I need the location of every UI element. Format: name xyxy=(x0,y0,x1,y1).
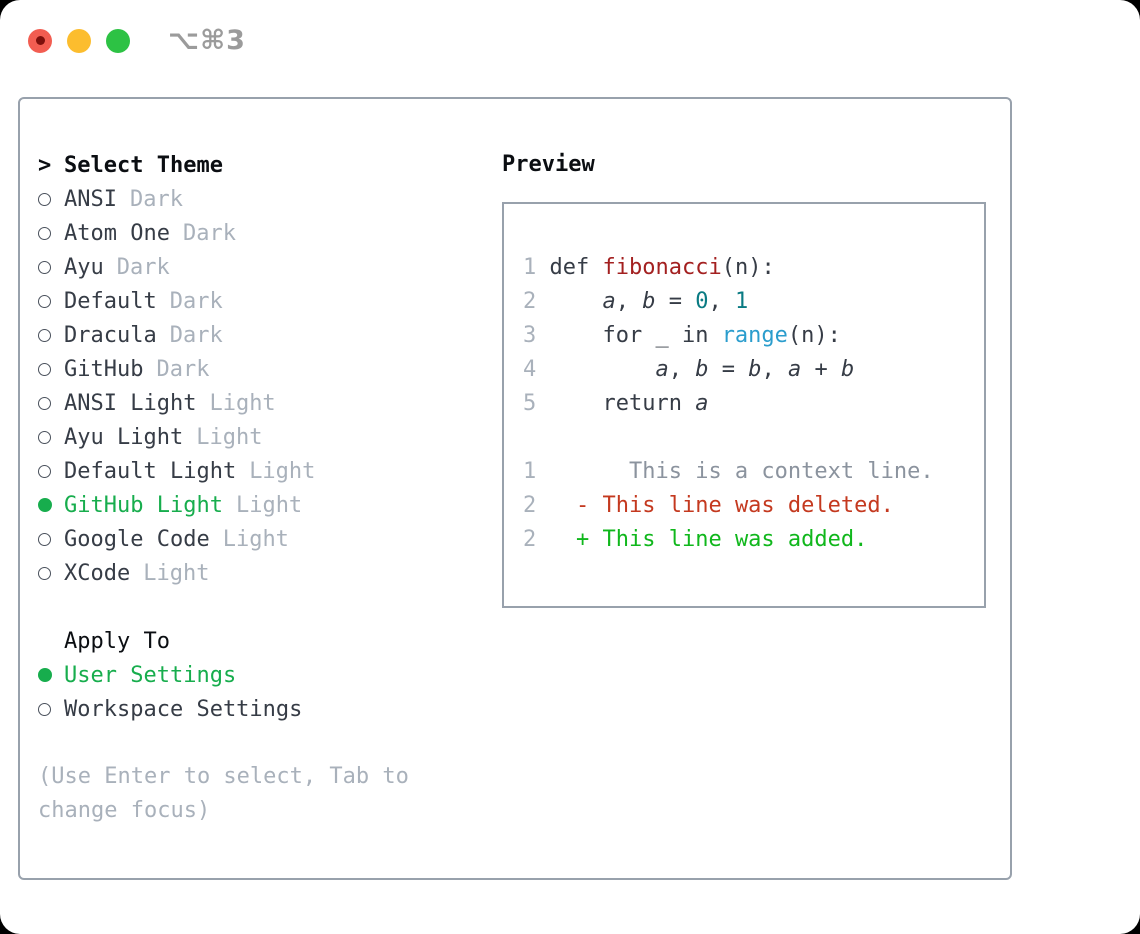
close-dot-icon xyxy=(35,36,45,45)
apply-to-header: Apply To xyxy=(38,624,409,658)
radio-icon xyxy=(38,702,51,716)
radio-icon xyxy=(38,532,51,546)
theme-option-xcode[interactable]: XCode Light xyxy=(38,556,409,590)
option-label: Google Code xyxy=(64,526,210,552)
theme-option-atom-one[interactable]: Atom One Dark xyxy=(38,216,409,250)
radio-icon xyxy=(38,192,51,206)
diff-line: 2 - This line was deleted. xyxy=(523,493,894,518)
variant-label: Dark xyxy=(129,186,183,212)
variant-label: Light xyxy=(235,492,303,518)
help-line: change focus) xyxy=(38,798,211,823)
help-line: (Use Enter to select, Tab to xyxy=(38,764,409,789)
option-label: Ayu Light xyxy=(64,424,184,450)
select-theme-title: Select Theme xyxy=(64,152,223,178)
theme-option-ansi[interactable]: ANSI Dark xyxy=(38,182,409,216)
code-line: 4 a, b = b, a + b xyxy=(523,357,855,382)
minimize-button[interactable] xyxy=(67,28,91,53)
radio-icon xyxy=(38,396,51,410)
theme-option-ayu-light[interactable]: Ayu Light Light xyxy=(38,420,409,454)
diff-sample: 1 This is a context line. 2 - This line w… xyxy=(523,455,984,557)
option-label: GitHub Light xyxy=(64,492,223,518)
focus-caret-icon: > xyxy=(38,152,52,178)
option-label: GitHub xyxy=(64,356,144,382)
apply-option-user-settings[interactable]: User Settings xyxy=(38,658,409,692)
window-shortcut-label: ⌥⌘3 xyxy=(168,25,246,56)
close-button[interactable] xyxy=(28,28,52,53)
radio-selected-icon xyxy=(38,668,52,682)
theme-option-default[interactable]: Default Dark xyxy=(38,284,409,318)
preview-box: 1 def fibonacci(n): 2 a, b = 0, 1 3 for _ … xyxy=(502,202,986,608)
preview-column: Preview 1 def fibonacci(n): 2 a, b = 0, 1… xyxy=(502,148,986,608)
theme-option-google-code[interactable]: Google Code Light xyxy=(38,522,409,556)
variant-label: Dark xyxy=(116,254,170,280)
radio-icon xyxy=(38,566,51,580)
diff-line: 1 This is a context line. xyxy=(523,459,934,484)
option-label: Atom One xyxy=(64,220,170,246)
variant-label: Light xyxy=(209,390,276,416)
option-label: Default xyxy=(64,288,157,314)
variant-label: Light xyxy=(143,560,210,586)
code-line: 2 a, b = 0, 1 xyxy=(523,289,749,314)
variant-label: Dark xyxy=(169,288,223,314)
code-line: 3 for _ in range(n): xyxy=(523,323,841,348)
radio-icon xyxy=(38,362,51,376)
option-label: XCode xyxy=(64,560,131,586)
theme-option-dracula[interactable]: Dracula Dark xyxy=(38,318,409,352)
zoom-button[interactable] xyxy=(106,28,130,53)
titlebar: ⌥⌘3 xyxy=(28,25,246,56)
variant-label: Dark xyxy=(169,322,223,348)
variant-label: Light xyxy=(222,526,289,552)
apply-to-title: Apply To xyxy=(64,628,170,654)
variant-label: Light xyxy=(249,458,316,484)
radio-icon xyxy=(38,226,51,240)
radio-icon xyxy=(38,294,51,308)
option-label: ANSI Light xyxy=(64,390,197,416)
radio-selected-icon xyxy=(38,498,52,512)
radio-icon xyxy=(38,464,51,478)
option-label: ANSI xyxy=(64,186,117,212)
radio-icon xyxy=(38,260,51,274)
variant-label: Light xyxy=(196,424,263,450)
traffic-lights xyxy=(28,28,130,53)
option-label: Dracula xyxy=(64,322,157,348)
theme-option-github-light[interactable]: GitHub Light Light xyxy=(38,488,409,522)
option-label: Ayu xyxy=(64,254,104,280)
apply-option-workspace-settings[interactable]: Workspace Settings xyxy=(38,692,409,726)
code-line: 5 return a xyxy=(523,391,709,416)
diff-line: 2 + This line was added. xyxy=(523,527,868,552)
variant-label: Dark xyxy=(182,220,236,246)
theme-option-ansi-light[interactable]: ANSI Light Light xyxy=(38,386,409,420)
help-text: (Use Enter to select, Tab to change focus… xyxy=(38,760,409,828)
option-label: Default Light xyxy=(64,458,237,484)
variant-label: Dark xyxy=(156,356,210,382)
radio-icon xyxy=(38,328,51,342)
theme-option-ayu[interactable]: Ayu Dark xyxy=(38,250,409,284)
option-label: User Settings xyxy=(64,662,237,688)
theme-option-github[interactable]: GitHub Dark xyxy=(38,352,409,386)
radio-icon xyxy=(38,430,51,444)
theme-option-default-light[interactable]: Default Light Light xyxy=(38,454,409,488)
option-label: Workspace Settings xyxy=(64,696,303,722)
code-sample: 1 def fibonacci(n): 2 a, b = 0, 1 3 for _ … xyxy=(523,251,984,421)
preview-title: Preview xyxy=(502,152,595,177)
code-line: 1 def fibonacci(n): xyxy=(523,255,775,280)
select-theme-header: > Select Theme xyxy=(38,148,409,182)
